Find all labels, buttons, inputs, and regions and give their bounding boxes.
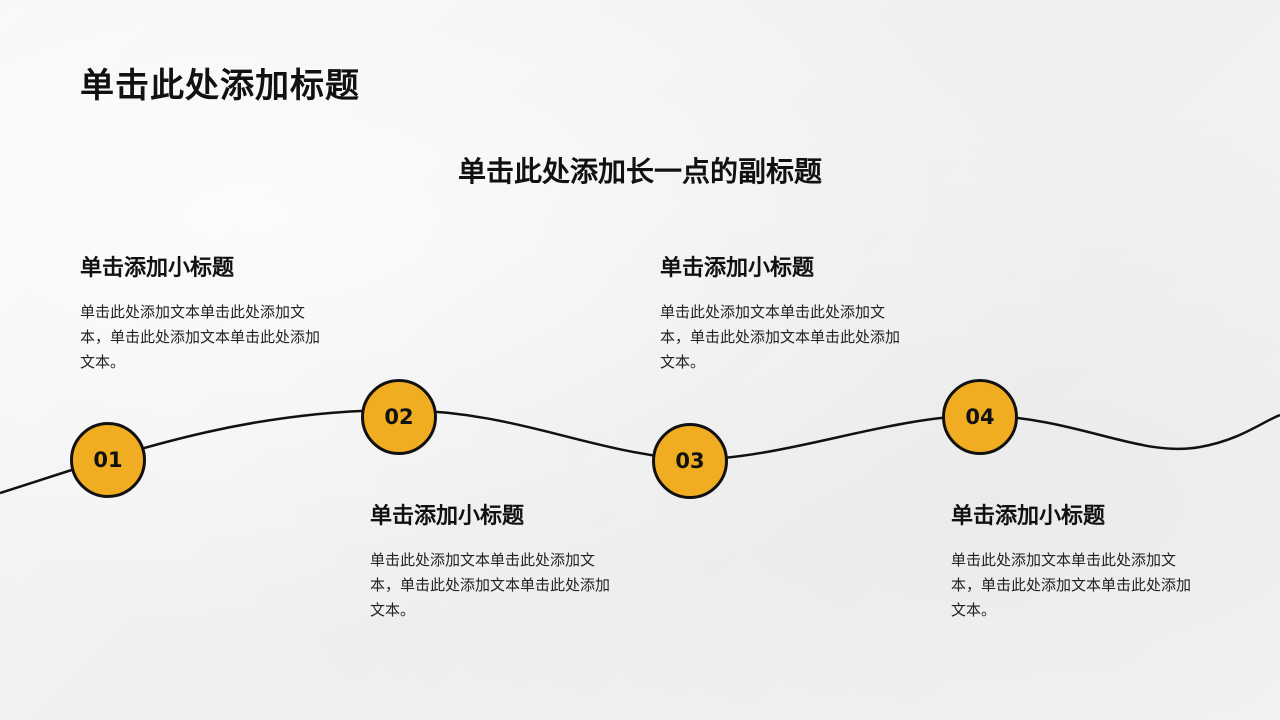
timeline-wave-line <box>0 408 1280 495</box>
step-heading[interactable]: 单击添加小标题 <box>370 504 525 529</box>
step-heading[interactable]: 单击添加小标题 <box>951 504 1106 529</box>
step-node-1[interactable]: 01 <box>70 422 146 498</box>
page-subtitle[interactable]: 单击此处添加长一点的副标题 <box>457 155 822 188</box>
step-card-2[interactable]: 单击添加小标题 单击此处添加文本单击此处添加文本，单击此处添加文本单击此处添加文… <box>370 498 670 623</box>
step-card-1[interactable]: 单击添加小标题 单击此处添加文本单击此处添加文本，单击此处添加文本单击此处添加文… <box>80 250 380 375</box>
step-heading[interactable]: 单击添加小标题 <box>80 256 235 281</box>
step-node-3[interactable]: 03 <box>652 423 728 499</box>
step-body[interactable]: 单击此处添加文本单击此处添加文本，单击此处添加文本单击此处添加文本。 <box>80 303 321 371</box>
step-card-3[interactable]: 单击添加小标题 单击此处添加文本单击此处添加文本，单击此处添加文本单击此处添加文… <box>660 250 960 375</box>
page-title[interactable]: 单击此处添加标题 <box>80 66 360 106</box>
step-body[interactable]: 单击此处添加文本单击此处添加文本，单击此处添加文本单击此处添加文本。 <box>370 551 611 619</box>
step-card-4[interactable]: 单击添加小标题 单击此处添加文本单击此处添加文本，单击此处添加文本单击此处添加文… <box>951 498 1251 623</box>
step-node-4[interactable]: 04 <box>942 379 1018 455</box>
step-body[interactable]: 单击此处添加文本单击此处添加文本，单击此处添加文本单击此处添加文本。 <box>660 303 901 371</box>
step-body[interactable]: 单击此处添加文本单击此处添加文本，单击此处添加文本单击此处添加文本。 <box>951 551 1192 619</box>
step-heading[interactable]: 单击添加小标题 <box>660 256 815 281</box>
step-node-2[interactable]: 02 <box>361 379 437 455</box>
